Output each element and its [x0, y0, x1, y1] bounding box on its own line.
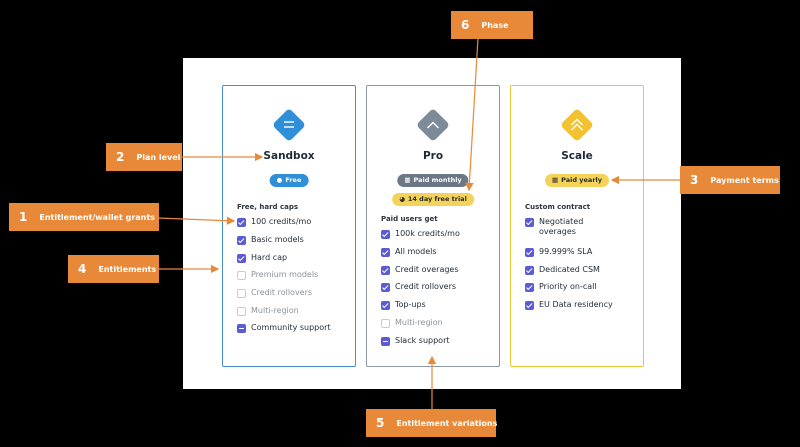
checkbox-empty[interactable] — [237, 306, 246, 316]
checkbox-checked[interactable] — [237, 217, 246, 227]
feature-item[interactable]: Community support — [237, 323, 331, 335]
feature-item[interactable]: Top-ups — [381, 300, 426, 312]
plan-name: Sandbox — [263, 150, 315, 162]
section-label: Paid users get — [381, 215, 438, 223]
plan-name: Pro — [422, 150, 444, 162]
checkbox-partial[interactable] — [237, 323, 246, 333]
checkbox-empty[interactable] — [381, 318, 390, 328]
feature-item[interactable]: EU Data residency — [525, 300, 613, 312]
section-label: Free, hard caps — [237, 203, 299, 211]
feature-item[interactable]: All models — [381, 247, 437, 259]
checkbox-checked[interactable] — [525, 265, 534, 275]
feature-item[interactable]: 99.999% SLA — [525, 247, 592, 259]
feature-item[interactable]: 100k credits/mo — [381, 229, 460, 241]
checkbox-checked[interactable] — [381, 265, 390, 275]
plan-card-sandbox: Sandbox ●Free Free, hard caps 100 credit… — [222, 85, 356, 367]
section-label: Custom contract — [525, 203, 591, 211]
feature-item[interactable]: Credit rollovers — [237, 288, 312, 300]
checkbox-empty[interactable] — [237, 270, 246, 280]
feature-item[interactable]: Slack support — [381, 336, 450, 348]
lines-icon — [272, 108, 306, 142]
checkbox-checked[interactable] — [237, 253, 246, 263]
chevron-up-icon — [416, 108, 450, 142]
checkbox-checked[interactable] — [381, 247, 390, 257]
feature-item[interactable]: Hard cap — [237, 253, 287, 265]
calendar-icon: ▦ — [404, 176, 411, 184]
checkbox-checked[interactable] — [525, 282, 534, 292]
checkbox-checked[interactable] — [381, 300, 390, 310]
dot-icon: ● — [276, 176, 283, 184]
feature-item[interactable]: Multi-region — [381, 318, 443, 330]
feature-item[interactable]: Basic models — [237, 235, 304, 247]
feature-item[interactable]: Dedicated CSM — [525, 265, 600, 277]
plan-card-scale: Scale ▦Paid yearly Custom contract Negot… — [510, 85, 644, 367]
plan-card-pro: Pro ▦Paid monthly ◕14 day free trial Pai… — [366, 85, 500, 367]
clock-icon: ◕ — [399, 195, 405, 203]
checkbox-checked[interactable] — [381, 229, 390, 239]
feature-item[interactable]: Credit rollovers — [381, 282, 456, 294]
plan-name: Scale — [561, 150, 593, 162]
checkbox-checked[interactable] — [525, 247, 534, 257]
checkbox-checked[interactable] — [525, 300, 534, 310]
checkbox-empty[interactable] — [237, 288, 246, 298]
plan-badge-paid-monthly: ▦Paid monthly — [397, 174, 469, 187]
calendar-icon: ▦ — [552, 176, 559, 184]
feature-item[interactable]: Negotiated overages — [525, 217, 635, 241]
double-chevron-up-icon — [560, 108, 594, 142]
feature-item[interactable]: Multi-region — [237, 306, 299, 318]
feature-item[interactable]: 100 credits/mo — [237, 217, 311, 229]
feature-item[interactable]: Premium models — [237, 270, 318, 282]
plan-badge-free: ●Free — [269, 174, 309, 187]
checkbox-checked[interactable] — [525, 217, 534, 227]
trial-badge: ◕14 day free trial — [392, 193, 474, 206]
checkbox-checked[interactable] — [237, 235, 246, 245]
feature-item[interactable]: Credit overages — [381, 265, 459, 277]
plan-badge-paid-yearly: ▦Paid yearly — [545, 174, 609, 187]
checkbox-checked[interactable] — [381, 282, 390, 292]
feature-item[interactable]: Priority on-call — [525, 282, 597, 294]
checkbox-partial[interactable] — [381, 336, 390, 346]
